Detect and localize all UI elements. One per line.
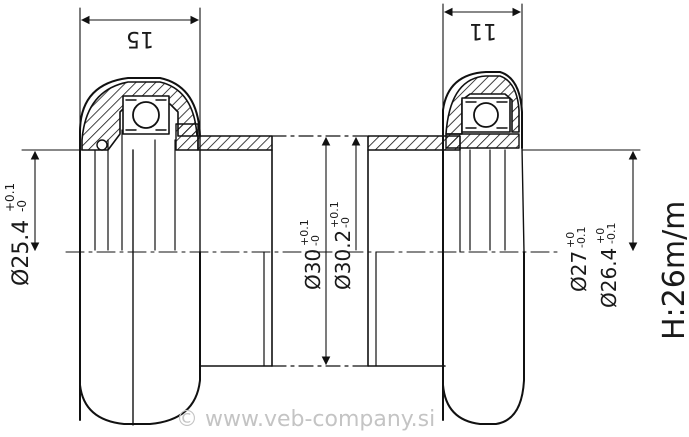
svg-text:+0.1: +0.1 bbox=[298, 219, 311, 246]
dim-right-cup-width: 11 bbox=[469, 18, 497, 43]
dim-center-diameter-30: Ø30 +0.1 -0 bbox=[298, 219, 325, 290]
dim-right-diameter-27: Ø27 +0 -0.1 bbox=[564, 227, 591, 292]
dimension-lines bbox=[21, 3, 641, 366]
dim-center-diameter-30-2: Ø30.2 +0.1 -0 bbox=[328, 201, 355, 290]
left-bearing-ball-icon bbox=[132, 101, 160, 129]
left-cup bbox=[79, 77, 201, 426]
svg-text:-0: -0 bbox=[15, 200, 29, 212]
dim-left-diameter: Ø25.4 +0.1 -0 bbox=[3, 183, 34, 286]
svg-text:+0: +0 bbox=[564, 232, 577, 248]
svg-text:-0.1: -0.1 bbox=[605, 223, 618, 244]
right-cup-section-hatch bbox=[445, 75, 520, 135]
svg-text:+0: +0 bbox=[594, 228, 607, 244]
svg-text:+0.1: +0.1 bbox=[328, 201, 341, 228]
right-bearing-ball-icon bbox=[473, 102, 499, 128]
svg-text:-0: -0 bbox=[309, 235, 322, 246]
svg-text:Ø30.2: Ø30.2 bbox=[331, 230, 355, 290]
dim-right-diameter-26-4: Ø26.4 +0 -0.1 bbox=[594, 223, 621, 308]
stack-height-label: H:26m/m bbox=[657, 201, 689, 340]
svg-text:-0.1: -0.1 bbox=[575, 227, 588, 248]
svg-text:Ø25.4: Ø25.4 bbox=[9, 220, 34, 286]
svg-text:Ø30: Ø30 bbox=[301, 249, 325, 290]
right-cup bbox=[442, 71, 525, 425]
svg-text:Ø26.4: Ø26.4 bbox=[597, 248, 621, 308]
svg-text:-0: -0 bbox=[339, 217, 352, 228]
dim-left-cup-width: 15 bbox=[126, 26, 154, 51]
svg-text:Ø27: Ø27 bbox=[567, 251, 591, 292]
svg-text:+0.1: +0.1 bbox=[3, 183, 17, 212]
watermark-text: © www.veb-company.si bbox=[176, 407, 435, 432]
